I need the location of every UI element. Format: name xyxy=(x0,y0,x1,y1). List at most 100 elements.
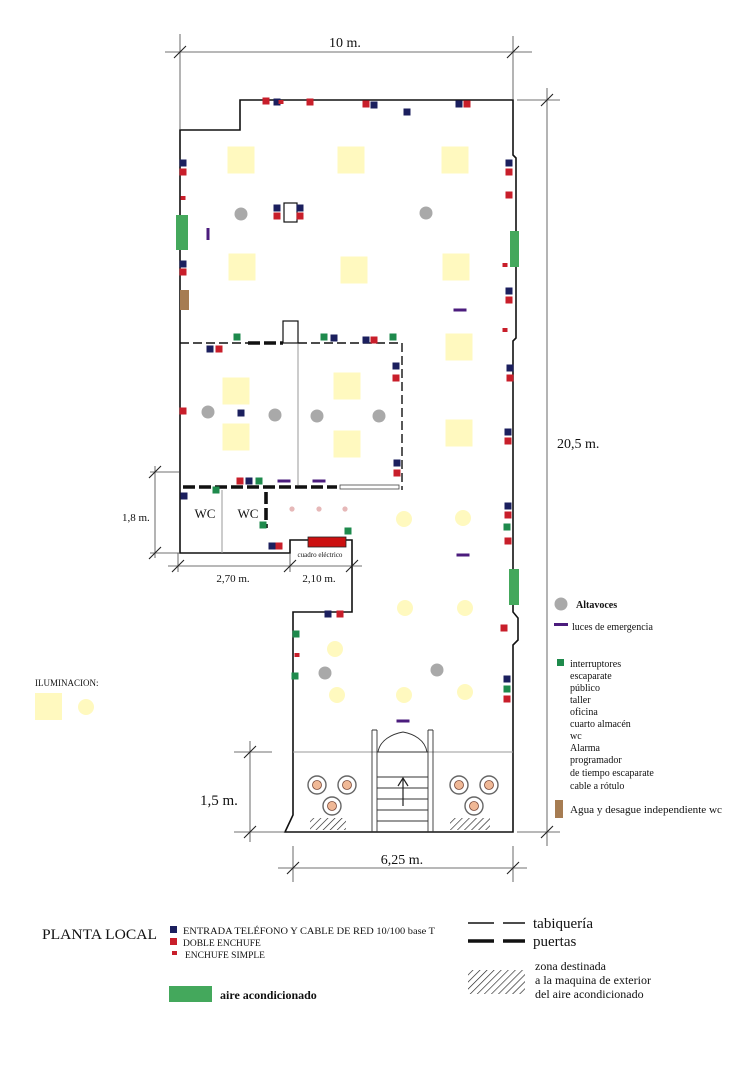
double-outlet xyxy=(504,511,512,519)
phone-network-outlet xyxy=(393,459,401,467)
light-switch xyxy=(255,477,263,485)
water-legend-label: Agua y desague independiente wc xyxy=(570,805,723,816)
plan-title: PLANTA LOCAL xyxy=(42,927,157,943)
light-switch xyxy=(320,333,328,341)
light-switch xyxy=(344,527,352,535)
front-circle-inner xyxy=(312,780,322,790)
double-outlet xyxy=(393,469,401,477)
ceiling-light-square xyxy=(340,256,368,284)
single-outlet xyxy=(180,196,186,200)
speaker xyxy=(201,405,215,419)
speaker xyxy=(234,207,248,221)
double-outlet xyxy=(179,168,187,176)
exterior-wall xyxy=(179,99,519,833)
double-outlet-legend-label: DOBLE ENCHUFE xyxy=(183,939,261,949)
phone-network-outlet xyxy=(273,204,281,212)
double-outlet xyxy=(370,336,378,344)
column xyxy=(282,320,299,344)
front-circle-inner xyxy=(454,780,464,790)
double-outlet xyxy=(336,610,344,618)
dimension-label-total-width: 10 m. xyxy=(329,36,361,51)
ceiling-light-round xyxy=(396,511,412,527)
speaker xyxy=(318,666,332,680)
room-label-wc: WC xyxy=(238,506,259,521)
dimension-front-width: 6,25 m. xyxy=(278,846,527,882)
ceiling-light-square xyxy=(333,372,361,400)
single-outlet xyxy=(502,263,508,267)
phone-network-outlet xyxy=(392,362,400,370)
ceiling-light-round xyxy=(327,641,343,657)
dimension-wc-depth: 1,8 m. xyxy=(122,465,180,560)
emergency-light xyxy=(277,479,291,483)
double-outlet xyxy=(505,191,513,199)
entrance-door-swing xyxy=(377,731,428,753)
switch-legend-item: escaparate xyxy=(570,671,612,682)
room-label-wc: WC xyxy=(195,506,216,521)
dimension-wc-and-panel-width: 2,70 m. 2,10 m. xyxy=(168,553,362,585)
phone-network-legend-icon xyxy=(170,926,177,933)
phone-network-outlet xyxy=(362,336,370,344)
double-outlet xyxy=(179,407,187,415)
phone-network-outlet xyxy=(206,345,214,353)
phone-network-outlet xyxy=(296,204,304,212)
dimension-label-wc-depth: 1,8 m. xyxy=(122,512,150,524)
speaker xyxy=(430,663,444,677)
square-light-legend-symbol xyxy=(35,693,62,720)
double-outlet xyxy=(273,212,281,220)
emergency-light xyxy=(206,228,210,240)
light-switch xyxy=(389,333,397,341)
air-conditioning-unit xyxy=(509,569,519,605)
phone-network-outlet xyxy=(245,477,253,485)
stair-up-arrow xyxy=(397,776,409,806)
water-legend-icon xyxy=(555,800,563,818)
ceiling-light-square xyxy=(445,333,473,361)
double-outlet xyxy=(236,477,244,485)
speaker xyxy=(419,206,433,220)
ac-zone-legend-label: a la maquina de exterior xyxy=(535,973,651,987)
single-outlet xyxy=(278,100,284,104)
phone-network-outlet xyxy=(370,101,378,109)
double-outlet xyxy=(505,168,513,176)
ac-outdoor-unit-zone xyxy=(310,818,346,830)
ceiling-light-square xyxy=(222,377,250,405)
lighting-legend-title: ILUMINACION: xyxy=(35,678,99,688)
symbols-legend: Altavoces luces de emergencia interrupto… xyxy=(554,597,723,818)
light-switch xyxy=(233,333,241,341)
emergency-light xyxy=(453,308,467,312)
emergency-light xyxy=(456,553,470,557)
double-outlet xyxy=(215,345,223,353)
double-outlet xyxy=(179,268,187,276)
double-outlet xyxy=(503,695,511,703)
lighting-layer xyxy=(222,146,473,703)
dimension-label-front-depth: 1,5 m. xyxy=(200,793,238,809)
double-outlet xyxy=(262,97,270,105)
ceiling-light-square xyxy=(228,253,256,281)
single-outlet-legend-label: ENCHUFE SIMPLE xyxy=(185,951,265,961)
ceiling-light-square xyxy=(337,146,365,174)
ceiling-light-round xyxy=(329,687,345,703)
front-circle-inner xyxy=(327,801,337,811)
air-conditioning-unit xyxy=(510,231,519,267)
entrance-stairs xyxy=(371,729,434,832)
switch-legend-item: cable a rótulo xyxy=(570,781,624,792)
ceiling-light-square xyxy=(222,423,250,451)
ac-zone-legend-icon xyxy=(468,970,525,994)
single-outlet xyxy=(294,653,300,657)
switch-legend-item: cuarto almacén xyxy=(570,719,631,730)
ceiling-light-round xyxy=(457,600,473,616)
speaker-legend-label: Altavoces xyxy=(576,600,617,611)
office-window xyxy=(339,484,400,490)
air-conditioning-legend-icon xyxy=(169,986,212,1002)
door-legend-label: puertas xyxy=(533,934,576,950)
double-outlet-legend-icon xyxy=(170,938,177,945)
front-circle-inner xyxy=(469,801,479,811)
phone-network-outlet xyxy=(455,100,463,108)
phone-network-legend-label: ENTRADA TELÉFONO Y CABLE DE RED 10/100 b… xyxy=(183,925,435,937)
dimension-label-front-width: 6,25 m. xyxy=(381,853,423,868)
speaker xyxy=(372,409,386,423)
front-circle-inner xyxy=(342,780,352,790)
switch-legend-item: público xyxy=(570,683,600,694)
double-outlet xyxy=(506,374,514,382)
light-switch xyxy=(503,523,511,531)
electrical-panel xyxy=(307,536,347,548)
